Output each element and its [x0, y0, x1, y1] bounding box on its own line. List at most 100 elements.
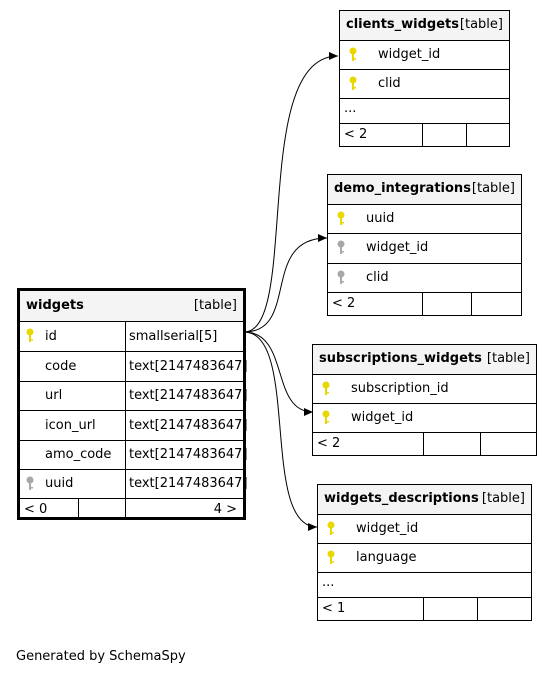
- table-row: widget_id: [318, 514, 531, 543]
- table-footer: < 1: [318, 597, 531, 620]
- table-name: demo_integrations: [334, 181, 471, 196]
- column-type: text[2147483647]: [129, 476, 248, 491]
- table-type-label: [table]: [193, 298, 237, 313]
- column-divider: [466, 124, 467, 146]
- parents-count[interactable]: < 0: [24, 502, 48, 517]
- index-key-icon: [337, 240, 345, 256]
- column-name: id: [45, 329, 57, 344]
- column-type: text[2147483647]: [129, 359, 248, 374]
- primary-key-icon: [322, 410, 330, 426]
- column-type: text[2147483647]: [129, 418, 248, 433]
- table-row: url text[2147483647]: [20, 381, 248, 410]
- table-row: subscription_id: [313, 374, 536, 403]
- column-divider: [423, 433, 424, 455]
- column-divider: [423, 598, 424, 620]
- table-clients-widgets[interactable]: clients_widgets [table] widget_id clid .…: [339, 10, 510, 147]
- table-widgets-descriptions[interactable]: widgets_descriptions [table] widget_id l…: [317, 484, 532, 621]
- table-row: code text[2147483647]: [20, 351, 248, 381]
- primary-key-icon: [349, 76, 357, 92]
- table-type-label: [table]: [471, 181, 515, 196]
- column-divider: [480, 433, 481, 455]
- primary-key-icon: [327, 550, 335, 566]
- column-divider: [471, 293, 472, 315]
- column-divider: [422, 124, 423, 146]
- table-row: amo_code text[2147483647]: [20, 440, 248, 469]
- column-divider: [125, 322, 126, 351]
- index-key-icon: [337, 270, 345, 286]
- column-type: smallserial[5]: [129, 329, 218, 344]
- table-name: clients_widgets: [346, 17, 459, 32]
- table-row: uuid: [328, 204, 521, 233]
- column-divider: [125, 382, 126, 410]
- relation-line-clients-widgets: [243, 52, 339, 333]
- primary-key-icon: [322, 381, 330, 397]
- table-footer: < 2: [313, 432, 536, 455]
- column-name: widget_id: [378, 47, 441, 62]
- relation-line-demo-integrations: [243, 234, 328, 333]
- column-name: url: [45, 388, 63, 403]
- relation-line-widgets-descriptions: [243, 331, 318, 531]
- table-row: widget_id: [328, 233, 521, 263]
- column-name: amo_code: [45, 447, 112, 462]
- table-demo-integrations[interactable]: demo_integrations [table] uuid widget_id…: [327, 174, 522, 316]
- relation-line-subscriptions-widgets: [243, 331, 314, 416]
- parents-count[interactable]: < 2: [344, 127, 368, 142]
- parents-count[interactable]: < 1: [322, 601, 346, 616]
- table-header: widgets_descriptions [table]: [318, 485, 531, 514]
- parents-count[interactable]: < 2: [332, 296, 356, 311]
- column-name: clid: [378, 76, 401, 91]
- table-row: clid: [340, 69, 509, 98]
- more-columns: ...: [344, 101, 357, 116]
- column-name: uuid: [45, 476, 74, 491]
- table-subscriptions-widgets[interactable]: subscriptions_widgets [table] subscripti…: [312, 344, 537, 456]
- column-divider: [78, 499, 79, 520]
- table-row: uuid text[2147483647]: [20, 469, 248, 498]
- table-header: clients_widgets [table]: [340, 11, 509, 40]
- column-name: widget_id: [351, 410, 414, 425]
- column-type: text[2147483647]: [129, 388, 248, 403]
- table-footer: < 2: [328, 292, 521, 315]
- column-divider: [125, 499, 126, 520]
- column-divider: [125, 441, 126, 469]
- table-row: ...: [318, 572, 531, 597]
- table-row: clid: [328, 263, 521, 292]
- children-count[interactable]: 4 >: [213, 502, 237, 517]
- primary-key-icon: [337, 211, 345, 227]
- column-divider: [125, 352, 126, 381]
- column-name: widget_id: [356, 521, 419, 536]
- table-name: subscriptions_widgets: [319, 351, 482, 366]
- table-row: language: [318, 543, 531, 572]
- table-type-label: [table]: [481, 491, 525, 506]
- primary-key-icon: [26, 328, 34, 344]
- table-row: widget_id: [340, 40, 509, 69]
- table-footer: < 0 4 >: [20, 498, 243, 520]
- column-name: subscription_id: [351, 381, 449, 396]
- table-row: id smallserial[5]: [20, 321, 243, 351]
- primary-key-icon: [327, 521, 335, 537]
- table-footer: < 2: [340, 123, 509, 146]
- primary-key-icon: [349, 47, 357, 63]
- index-key-icon: [26, 476, 34, 492]
- table-name: widgets_descriptions: [324, 491, 479, 506]
- column-name: widget_id: [366, 240, 429, 255]
- column-divider: [422, 293, 423, 315]
- more-columns: ...: [322, 575, 335, 590]
- column-type: text[2147483647]: [129, 447, 248, 462]
- column-divider: [125, 470, 126, 498]
- column-name: icon_url: [45, 418, 96, 433]
- table-row: ...: [340, 98, 509, 123]
- table-name: widgets: [26, 298, 84, 313]
- table-header: widgets [table]: [20, 291, 243, 321]
- table-type-label: [table]: [459, 17, 503, 32]
- column-name: language: [356, 550, 417, 565]
- generated-by-text: Generated by SchemaSpy: [16, 649, 186, 664]
- column-name: code: [45, 359, 77, 374]
- table-header: subscriptions_widgets [table]: [313, 345, 536, 374]
- column-divider: [477, 598, 478, 620]
- table-widgets[interactable]: widgets [table] id smallserial[5] code t…: [17, 288, 248, 520]
- table-type-label: [table]: [486, 351, 530, 366]
- table-row: widget_id: [313, 403, 536, 432]
- table-row: icon_url text[2147483647]: [20, 410, 248, 440]
- column-divider: [125, 411, 126, 440]
- parents-count[interactable]: < 2: [317, 436, 341, 451]
